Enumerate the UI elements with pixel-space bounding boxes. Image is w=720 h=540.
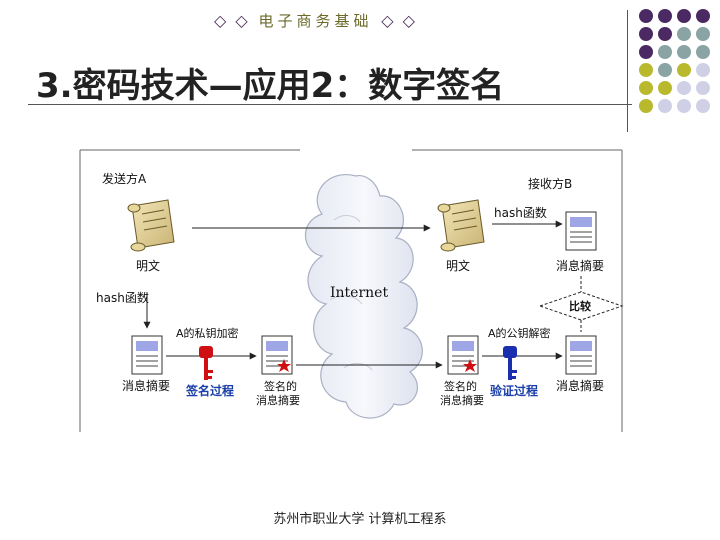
decorative-dot — [658, 27, 672, 41]
decorative-dot-grid — [639, 9, 710, 113]
hash-sender-label: hash函数 — [96, 290, 149, 305]
decorative-dot — [658, 9, 672, 23]
vertical-divider — [627, 10, 628, 132]
header-title: 电子商务基础 — [258, 12, 373, 30]
decorative-dot — [696, 27, 710, 41]
sign-process-label: 签名过程 — [185, 383, 234, 398]
decorative-dot — [696, 9, 710, 23]
decorative-dot — [677, 63, 691, 77]
decorative-dot — [696, 99, 710, 113]
decorative-dot — [677, 99, 691, 113]
decorative-dot — [677, 27, 691, 41]
scroll-icon — [127, 199, 175, 252]
signed-document-icon — [447, 335, 479, 375]
diamond-icon: ◇ ◇ — [381, 11, 417, 30]
decorative-dot — [677, 81, 691, 95]
digest-receiver-top-label: 消息摘要 — [556, 258, 604, 273]
digest-sender-label: 消息摘要 — [122, 378, 170, 393]
decorative-dot — [696, 81, 710, 95]
digest-receiver-bottom-label: 消息摘要 — [556, 378, 604, 393]
page-title: 3.密码技术—应用2：数字签名 — [36, 66, 505, 106]
decorative-dot — [639, 63, 653, 77]
public-key-label: A的公钥解密 — [488, 326, 551, 340]
private-key-label: A的私钥加密 — [176, 326, 239, 340]
document-icon — [565, 211, 597, 251]
internet-label: Internet — [330, 285, 388, 301]
document-icon — [131, 335, 163, 375]
verify-process-label: 验证过程 — [490, 383, 538, 398]
sender-label: 发送方A — [102, 171, 147, 186]
decorative-dot — [696, 63, 710, 77]
slide-footer: 苏州市职业大学 计算机工程系 — [273, 512, 447, 527]
decorative-dot — [639, 99, 653, 113]
star-icon — [277, 359, 291, 372]
plaintext-receiver-label: 明文 — [446, 258, 470, 273]
sender-panel — [79, 149, 300, 432]
decorative-dot — [677, 9, 691, 23]
internet-cloud — [304, 174, 423, 419]
signed-digest-receiver-line1: 签名的 — [444, 379, 477, 393]
hash-receiver-label: hash函数 — [494, 205, 547, 220]
decorative-dot — [658, 45, 672, 59]
decorative-dot — [658, 81, 672, 95]
title-divider — [28, 104, 632, 105]
decorative-dot — [696, 45, 710, 59]
signed-digest-sender-line2: 消息摘要 — [256, 393, 300, 407]
document-icon — [565, 335, 597, 375]
diamond-icon: ◇ ◇ — [214, 11, 250, 30]
decorative-dot — [658, 63, 672, 77]
decorative-dot — [639, 45, 653, 59]
receiver-panel — [412, 149, 623, 432]
compare-label: 比较 — [569, 299, 591, 313]
scroll-icon — [437, 199, 485, 252]
compare-diamond — [538, 291, 624, 321]
plaintext-sender-label: 明文 — [136, 258, 160, 273]
decorative-dot — [639, 81, 653, 95]
red-key-icon — [199, 346, 213, 380]
decorative-dot — [658, 99, 672, 113]
receiver-label: 接收方B — [528, 176, 572, 191]
signed-document-icon — [261, 335, 293, 375]
decorative-dot — [677, 45, 691, 59]
star-icon — [463, 359, 477, 372]
signed-digest-sender-line1: 签名的 — [264, 379, 297, 393]
blue-key-icon — [503, 346, 517, 380]
decorative-dot — [639, 27, 653, 41]
decorative-dot — [639, 9, 653, 23]
slide-header: ◇ ◇ 电子商务基础 ◇ ◇ — [214, 10, 417, 31]
signed-digest-receiver-line2: 消息摘要 — [440, 393, 484, 407]
